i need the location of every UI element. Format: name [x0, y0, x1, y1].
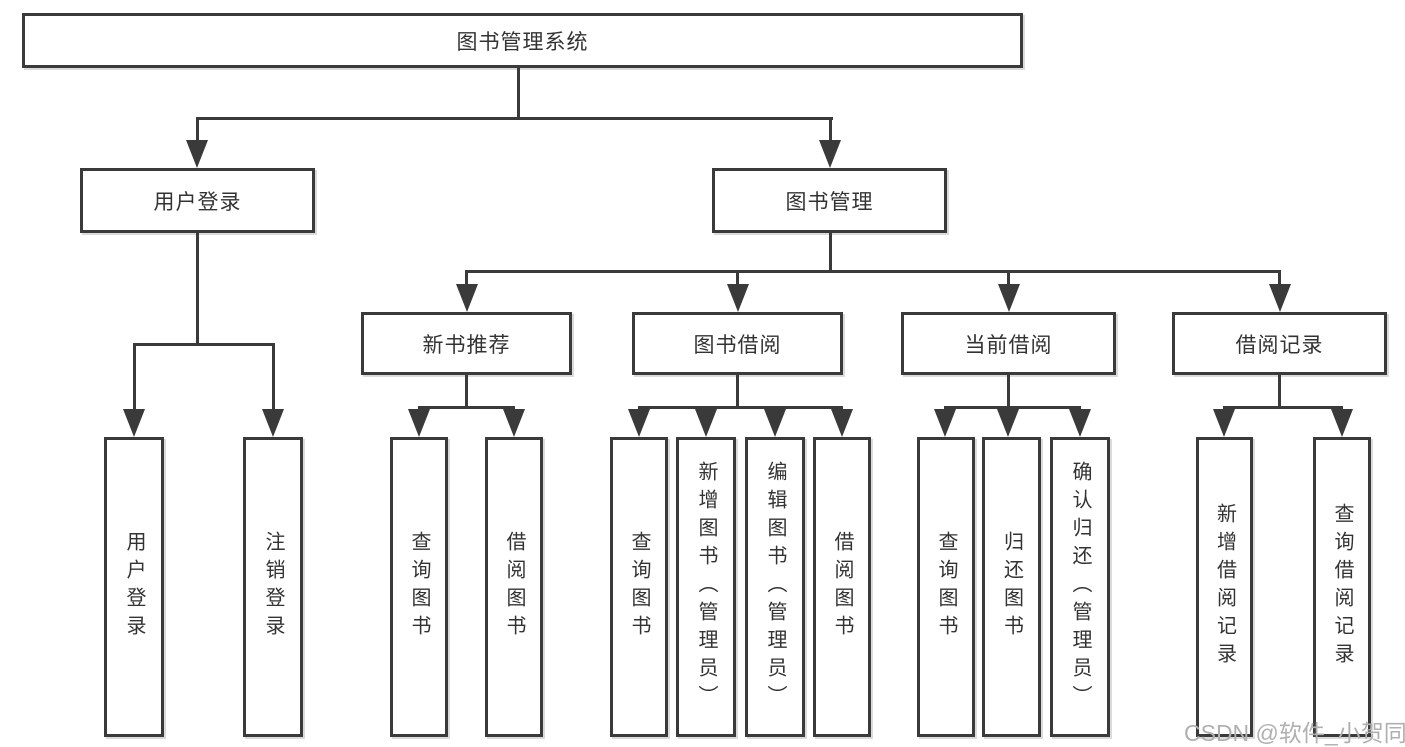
leaf-confirm-return-admin-label: 确认归还（管理员） — [1069, 461, 1091, 713]
leaf-add-book-admin: 新增图书（管理员） — [676, 437, 736, 737]
connector-to-leaf-user-login — [133, 343, 136, 413]
arrow-down-icon — [456, 284, 478, 312]
leaf-add-borrow-record: 新增借阅记录 — [1196, 437, 1253, 737]
connector-user-login-stem — [196, 233, 199, 346]
leaf-current-query-book: 查询图书 — [917, 437, 975, 737]
arrow-down-icon — [408, 409, 430, 437]
connector-to-borrow-records — [1278, 270, 1281, 287]
arrow-down-icon — [186, 140, 208, 168]
arrow-down-icon — [934, 409, 956, 437]
node-book-management-label: 图书管理 — [785, 190, 874, 214]
arrow-down-icon — [123, 409, 145, 437]
leaf-add-book-admin-label: 新增图书（管理员） — [695, 461, 717, 713]
leaf-edit-book-admin: 编辑图书（管理员） — [745, 437, 805, 737]
leaf-logout: 注销登录 — [243, 437, 303, 737]
node-user-login: 用户登录 — [80, 168, 315, 233]
leaf-recommend-query-book-label: 查询图书 — [408, 531, 430, 643]
node-new-book-recommend: 新书推荐 — [361, 312, 572, 375]
leaf-confirm-return-admin: 确认归还（管理员） — [1050, 437, 1110, 737]
arrow-down-icon — [1069, 409, 1091, 437]
leaf-user-login-label: 用户登录 — [123, 531, 145, 643]
watermark: CSDN @软件_小贺同学 — [1184, 720, 1405, 746]
arrow-down-icon — [695, 409, 717, 437]
arrow-down-icon — [503, 409, 525, 437]
leaf-recommend-borrow-book-label: 借阅图书 — [503, 531, 525, 643]
connector-new-book-recommend-stem — [465, 375, 468, 408]
connector-borrow-records-stem — [1278, 375, 1281, 408]
connector-book-management-stem — [829, 233, 832, 273]
leaf-recommend-query-book: 查询图书 — [390, 437, 448, 737]
leaf-borrow-book-label: 借阅图书 — [831, 531, 853, 643]
leaf-logout-label: 注销登录 — [262, 531, 284, 643]
arrow-down-icon — [1213, 409, 1235, 437]
connector-new-book-recommend-bus — [418, 406, 515, 409]
connector-user-login-bus — [133, 343, 275, 346]
node-current-borrow-label: 当前借阅 — [964, 333, 1053, 357]
arrow-down-icon — [997, 409, 1019, 437]
connector-to-current-borrow — [1007, 270, 1010, 287]
leaf-borrow-query-book-label: 查询图书 — [628, 531, 650, 643]
node-borrow-records: 借阅记录 — [1172, 312, 1387, 375]
arrow-down-icon — [628, 409, 650, 437]
node-user-login-label: 用户登录 — [153, 190, 242, 214]
leaf-query-borrow-record: 查询借阅记录 — [1313, 437, 1371, 737]
connector-to-book-borrow — [736, 270, 739, 287]
arrow-down-icon — [262, 409, 284, 437]
leaf-return-book-label: 归还图书 — [1000, 531, 1023, 643]
arrow-down-icon — [819, 140, 841, 168]
node-root-label: 图书管理系统 — [456, 30, 589, 54]
leaf-user-login: 用户登录 — [104, 437, 164, 737]
leaf-recommend-borrow-book: 借阅图书 — [485, 437, 543, 737]
connector-book-borrow-stem — [736, 375, 739, 408]
connector-to-leaf-logout — [272, 343, 275, 413]
arrow-down-icon — [764, 409, 786, 437]
arrow-down-icon — [727, 284, 749, 312]
connector-borrow-records-bus — [1223, 406, 1343, 409]
leaf-edit-book-admin-label: 编辑图书（管理员） — [764, 461, 786, 713]
node-book-management: 图书管理 — [712, 168, 947, 233]
node-book-borrow-label: 图书借阅 — [693, 333, 782, 357]
node-root: 图书管理系统 — [22, 13, 1023, 68]
node-borrow-records-label: 借阅记录 — [1235, 333, 1324, 357]
node-book-borrow: 图书借阅 — [632, 312, 843, 375]
arrow-down-icon — [1331, 409, 1353, 437]
connector-root-bus — [196, 117, 833, 120]
leaf-borrow-query-book: 查询图书 — [610, 437, 668, 737]
connector-to-new-book-recommend — [465, 270, 468, 287]
connector-root-to-user-login — [196, 117, 199, 147]
arrow-down-icon — [998, 284, 1020, 312]
node-new-book-recommend-label: 新书推荐 — [422, 333, 511, 357]
connector-current-borrow-bus — [944, 406, 1081, 409]
node-current-borrow: 当前借阅 — [901, 312, 1116, 375]
leaf-return-book: 归还图书 — [982, 437, 1041, 737]
arrow-down-icon — [831, 409, 853, 437]
connector-root-to-book-management — [829, 117, 832, 147]
leaf-query-borrow-record-label: 查询借阅记录 — [1331, 503, 1353, 671]
arrow-down-icon — [1269, 284, 1291, 312]
connector-current-borrow-stem — [1007, 375, 1010, 408]
connector-root-stem — [517, 66, 520, 120]
connector-book-borrow-bus — [638, 406, 843, 409]
connector-book-management-bus — [465, 270, 1281, 273]
leaf-add-borrow-record-label: 新增借阅记录 — [1213, 503, 1236, 671]
leaf-current-query-book-label: 查询图书 — [935, 531, 957, 643]
leaf-borrow-book: 借阅图书 — [813, 437, 871, 737]
